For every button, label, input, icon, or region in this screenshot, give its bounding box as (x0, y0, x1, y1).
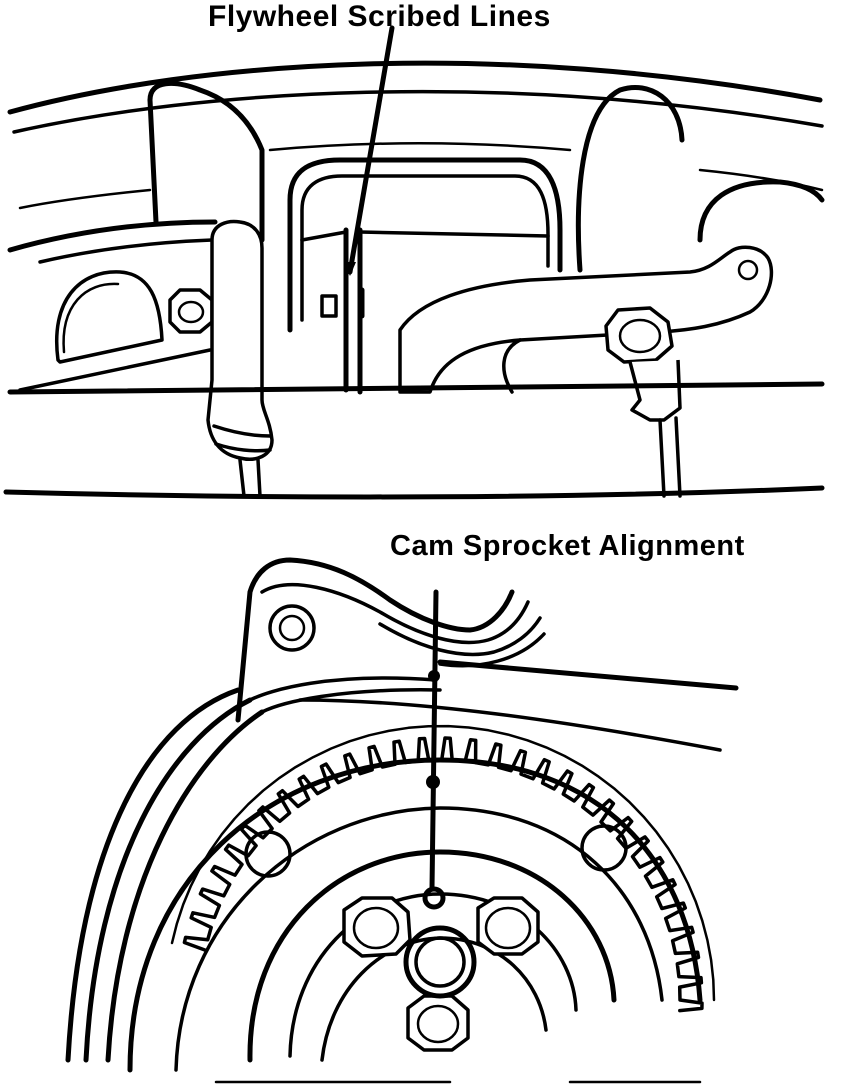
flywheel-ring-edge-right (358, 230, 550, 238)
sprocket-face-circle (174, 806, 664, 1072)
left-cable-tail (238, 458, 262, 498)
left-cable-sleeve (206, 219, 274, 461)
flywheel-rim-left-inner (38, 238, 214, 264)
timing-belt-cover-outer (65, 687, 241, 1063)
housing-contour-center (268, 142, 572, 152)
housing-contour-left (18, 188, 152, 210)
cable-tie-2 (214, 442, 272, 453)
bellhousing-outer-edge (7, 60, 823, 115)
flywheel-housing-base (3, 485, 825, 500)
sprocket-lightening-hole-right (580, 824, 628, 872)
sprocket-timing-hole (422, 886, 446, 910)
lever-pivot-hole (737, 259, 759, 281)
flywheel-illustration (3, 25, 825, 500)
left-bolt-head (177, 300, 205, 324)
timing-window-inner-frame (300, 174, 550, 322)
left-window-inner-edge (62, 282, 120, 354)
flywheel-scribed-lines-label: Flywheel Scribed Lines (208, 0, 551, 33)
sprocket-timing-dot (426, 775, 440, 789)
cable-tie-1 (212, 424, 272, 438)
left-bracket-top (147, 80, 265, 243)
flywheel-rim-left (7, 219, 218, 253)
cam-cover-profile-outer (235, 557, 515, 723)
cover-mounting-hole-inner (278, 614, 306, 642)
camshaft-center-bore (403, 925, 477, 999)
cover-mounting-hole-outer (268, 604, 316, 652)
right-bolt-head (618, 318, 662, 354)
sprocket-bolt-right-head (484, 906, 532, 950)
flywheel-ring-edge (300, 230, 348, 242)
timing-belt-cover-mid (83, 697, 253, 1063)
hub-outer-circle (247, 849, 617, 1063)
left-housing-bolt (168, 288, 214, 334)
head-deck-line-upper (437, 659, 739, 691)
left-inspection-window (55, 270, 164, 364)
right-release-lever (398, 245, 774, 394)
pointer-arrowhead (344, 262, 356, 276)
bellhousing-inner-edge (12, 89, 824, 134)
sprocket-bolt-bottom-head (416, 1004, 460, 1044)
cam-sprocket-illustration (65, 557, 739, 1084)
housing-contour-right (698, 168, 824, 192)
right-bracket-curve (697, 179, 825, 243)
lever-lower-contour (502, 338, 522, 394)
timing-window-frame (287, 157, 563, 333)
belt-top-edge-inner (260, 688, 442, 714)
right-bracket-arch (575, 84, 685, 273)
timing-belt-cover-inner (105, 709, 265, 1063)
sprocket-bolt-left-head (352, 906, 400, 950)
flywheel-pointer-line (347, 25, 395, 275)
right-cable-tail (658, 416, 682, 498)
camshaft-center-inner (414, 936, 466, 988)
flywheel-housing-lower-edge (7, 381, 825, 395)
cam-cover-profile-2 (260, 582, 530, 645)
head-timing-mark (428, 670, 440, 682)
small-marker-block (320, 294, 338, 318)
flywheel-lower-edge-left (18, 348, 212, 392)
right-cable-clip (628, 359, 682, 422)
head-deck-line-lower (298, 698, 722, 752)
belt-top-edge (248, 676, 438, 702)
cam-cover-profile-3 (378, 616, 542, 657)
sprocket-teeth-profile (182, 736, 704, 1013)
cam-alignment-line (429, 589, 439, 891)
sprocket-rim-circle (127, 757, 703, 1073)
right-housing-bolt (604, 306, 674, 364)
cam-sprocket-teeth (170, 724, 716, 1013)
timing-belt-outline (170, 724, 716, 1002)
left-bracket-side (147, 97, 159, 225)
cam-sprocket-alignment-label: Cam Sprocket Alignment (390, 530, 745, 562)
sprocket-lightening-hole-left (244, 830, 292, 878)
